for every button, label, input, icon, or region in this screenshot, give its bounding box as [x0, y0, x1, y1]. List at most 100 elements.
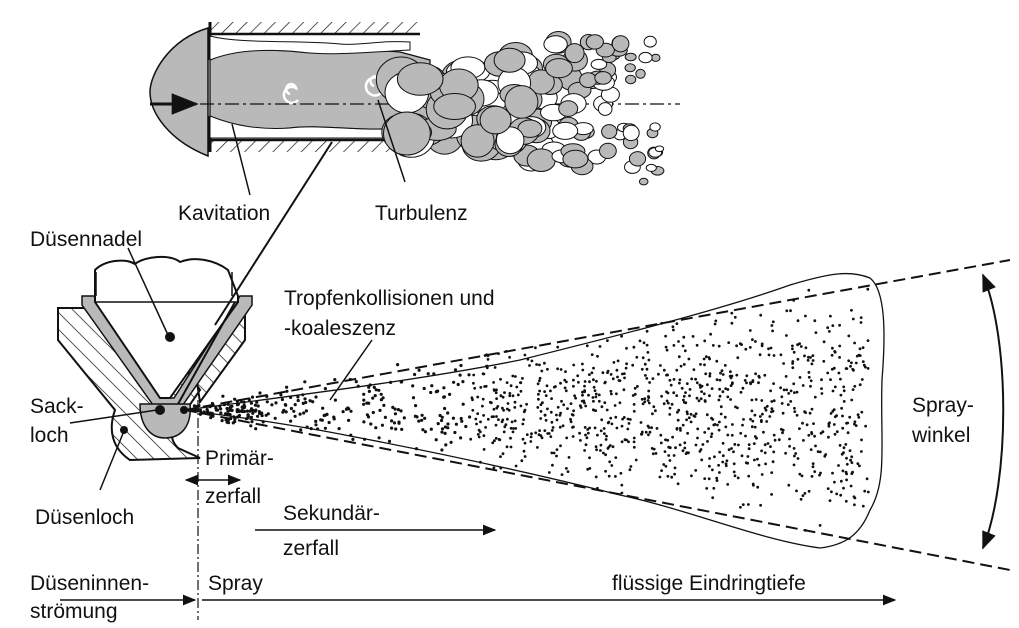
spray-dot: [804, 529, 807, 532]
spray-dot: [548, 432, 551, 435]
droplet: [600, 143, 617, 158]
label-primaer-2: zerfall: [205, 485, 261, 508]
spray-dot: [791, 348, 794, 351]
spray-dot: [769, 389, 772, 392]
spray-dot: [782, 412, 785, 415]
spray-dot: [864, 366, 867, 369]
spray-dot: [721, 369, 724, 372]
spray-dot: [719, 372, 722, 375]
spray-dot: [592, 396, 595, 399]
spray-dot: [511, 421, 514, 424]
spray-dot: [677, 340, 680, 343]
spray-dot: [850, 485, 853, 488]
spray-dot: [788, 445, 791, 448]
spray-dot: [440, 448, 443, 451]
spray-dot: [482, 398, 485, 401]
spray-dot: [266, 400, 269, 403]
spray-dot: [484, 426, 487, 429]
spray-dot: [779, 386, 782, 389]
spray-dot: [762, 431, 765, 434]
label-tropfen-2: -koaleszenz: [284, 317, 396, 340]
spray-dot: [788, 438, 791, 441]
spray-dot: [444, 432, 447, 435]
spray-dot: [767, 442, 770, 445]
spray-dot: [867, 339, 870, 342]
spray-dot: [459, 364, 462, 367]
spray-dot: [793, 410, 796, 413]
spray-dot: [682, 345, 685, 348]
spray-dot: [839, 444, 842, 447]
spray-dot: [804, 492, 807, 495]
spray-dot: [772, 460, 775, 463]
spray-dot: [523, 450, 526, 453]
spray-dot: [818, 474, 821, 477]
spray-dot: [689, 388, 692, 391]
spray-dot: [707, 427, 710, 430]
spray-dot: [541, 401, 544, 404]
spray-dot: [808, 376, 811, 379]
spray-dot: [519, 381, 522, 384]
spray-dot: [534, 431, 537, 434]
spray-dot: [660, 395, 663, 398]
label-sackloch-1: Sack-: [30, 395, 84, 418]
spray-dot: [453, 431, 456, 434]
spray-dot: [584, 380, 587, 383]
droplet: [625, 64, 635, 72]
spray-dot: [751, 420, 754, 423]
spray-dot: [645, 377, 648, 380]
spray-dot: [826, 326, 829, 329]
droplet: [626, 75, 636, 84]
spray-dot: [781, 402, 784, 405]
spray-dot: [639, 340, 642, 343]
spray-dot: [812, 462, 815, 465]
spray-dot: [613, 361, 616, 364]
droplet: [480, 106, 511, 134]
spray-dot: [549, 390, 552, 393]
spray-dot: [448, 393, 451, 396]
spray-dot: [565, 467, 568, 470]
spray-dot: [634, 387, 637, 390]
spray-dot: [621, 492, 624, 495]
spray-dot: [854, 420, 857, 423]
spray-dot: [676, 411, 679, 414]
spray-dot: [663, 402, 666, 405]
spray-dot: [551, 421, 554, 424]
spray-dot: [809, 385, 812, 388]
spray-dot: [652, 452, 655, 455]
spray-dot: [696, 397, 699, 400]
spray-dot: [847, 335, 850, 338]
spray-dot: [586, 436, 589, 439]
spray-dot: [795, 490, 798, 493]
spray-dot: [199, 413, 202, 416]
spray-dot: [724, 416, 727, 419]
spray-dot: [681, 387, 684, 390]
spray-dot: [761, 413, 764, 416]
spray-dot: [560, 368, 563, 371]
spray-dot: [529, 440, 532, 443]
spray-dot: [810, 448, 813, 451]
spray-dot: [554, 385, 557, 388]
spray-dot: [663, 369, 666, 372]
spray-dot: [700, 390, 703, 393]
spray-dot: [625, 367, 628, 370]
spray-dot: [534, 346, 537, 349]
spray-dot: [612, 445, 615, 448]
spray-dot: [666, 374, 669, 377]
spray-dot: [855, 362, 858, 365]
spray-dot: [751, 425, 754, 428]
spray-dot: [823, 340, 826, 343]
spray-dot: [688, 358, 691, 361]
spray-dot: [645, 431, 648, 434]
spray-dot: [850, 472, 853, 475]
spray-dot: [733, 471, 736, 474]
spray-dot: [841, 415, 844, 418]
spray-dot: [227, 421, 230, 424]
spray-dot: [811, 408, 814, 411]
spray-dot: [501, 420, 504, 423]
spray-dot: [616, 427, 619, 430]
spray-dot: [511, 375, 514, 378]
spray-dot: [423, 387, 426, 390]
spray-dot: [606, 339, 609, 342]
spray-dot: [430, 384, 433, 387]
spray-dot: [219, 411, 222, 414]
